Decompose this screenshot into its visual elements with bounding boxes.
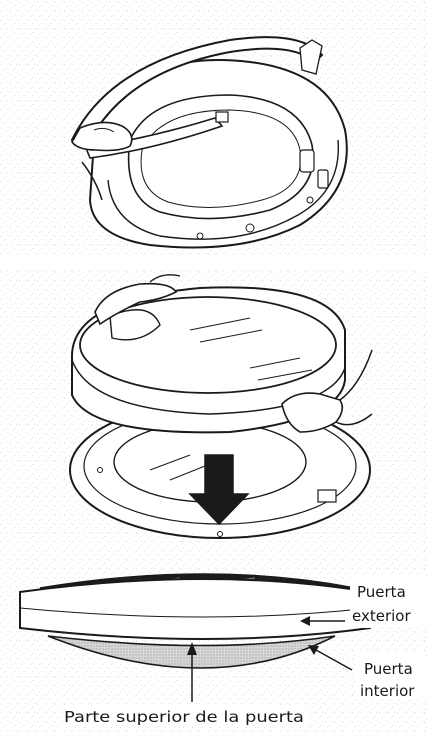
panel-gap [0, 255, 427, 269]
screw-2 [197, 233, 203, 239]
outer-door-side-band [20, 579, 370, 639]
latch-block [300, 150, 314, 172]
screw-3 [307, 197, 313, 203]
inner-screw-1 [98, 468, 103, 473]
label-door-top: Parte superior de la puerta [64, 708, 304, 726]
label-outer-door-line2: exterior [352, 607, 411, 625]
hinge-tab [318, 170, 328, 188]
label-inner-door-line1: Puerta [364, 660, 413, 678]
inner-screw-2 [218, 532, 223, 537]
hinge-block [318, 490, 336, 502]
panel-remove-trim-ring [0, 0, 427, 255]
panel-separate-door: Puerta exterior Puerta interior Parte su… [0, 269, 427, 732]
label-inner-door-line2: interior [360, 682, 415, 700]
screw-1 [246, 224, 254, 232]
trim-clip [216, 112, 228, 122]
label-outer-door-line1: Puerta [357, 583, 406, 601]
